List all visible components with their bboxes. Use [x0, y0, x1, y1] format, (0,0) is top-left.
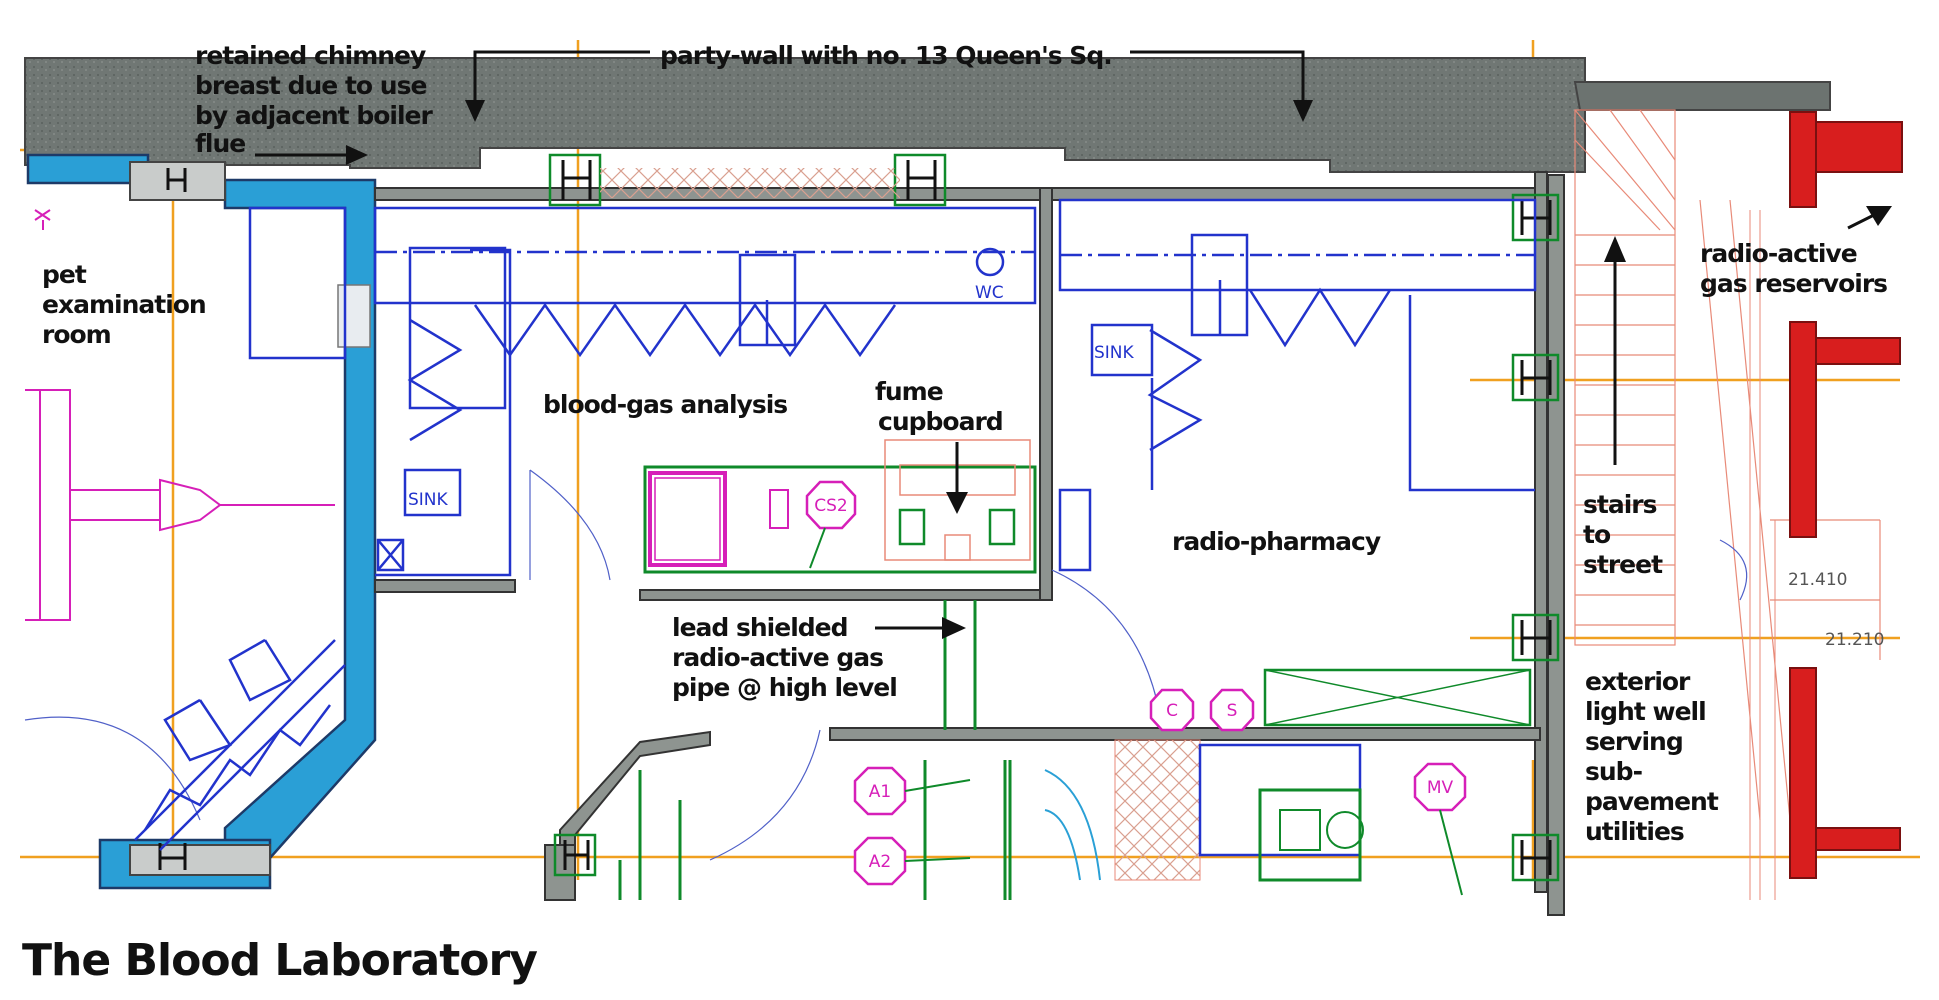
- light-well-line-3: serving: [1585, 727, 1683, 756]
- wc-label: WC: [975, 283, 1004, 303]
- party-wall: [24, 57, 1586, 173]
- gas-reservoirs-line-1: radio-active: [1700, 239, 1857, 268]
- chimney-hatching: [600, 168, 900, 198]
- fume-label-line-2: cupboard: [878, 407, 1003, 436]
- stairs-label-line-1: stairs: [1583, 490, 1657, 519]
- stairs-label-line-3: street: [1583, 550, 1663, 579]
- wall-posts: [548, 153, 1560, 882]
- party-wall-label: party-wall with no. 13 Queen's Sq.: [660, 41, 1112, 70]
- pet-room-wall: [26, 153, 377, 890]
- light-well-line-6: utilities: [1585, 817, 1684, 846]
- pet-room-label-line-3: room: [42, 320, 111, 349]
- window-frames-east: [1749, 210, 1776, 900]
- party-wall-arrowheads: [465, 100, 1313, 122]
- stairs-label: stairs to street: [1583, 490, 1664, 579]
- gas-pipe: [618, 600, 1012, 900]
- door-swings: [24, 469, 1748, 861]
- radio-pharmacy-fixtures: [1058, 198, 1537, 572]
- tag-a2-text: A2: [869, 852, 891, 872]
- tag-c: C: [1149, 688, 1195, 732]
- lead-pipe-line-1: lead shielded: [672, 613, 848, 642]
- sink-left-label: SINK: [408, 490, 449, 510]
- pet-room-label-line-2: examination: [42, 290, 206, 319]
- chimney-label: retained chimney breast due to use by ad…: [195, 41, 434, 158]
- drawing-title: The Blood Laboratory: [22, 935, 537, 986]
- level-mark-1: 21.410: [1788, 570, 1847, 590]
- tag-a1-text: A1: [869, 782, 891, 802]
- chimney-label-line-4: flue: [195, 129, 245, 158]
- light-well-label: exterior light well serving sub- pavemen…: [1585, 667, 1720, 846]
- chimney-label-line-2: breast due to use: [195, 71, 426, 100]
- staircase: [1574, 109, 1881, 821]
- light-well-line-4: sub-: [1585, 757, 1643, 786]
- lead-pipe-line-3: pipe @ high level: [672, 673, 897, 702]
- tag-s: S: [1209, 688, 1255, 732]
- level-mark-2: 21.210: [1825, 630, 1884, 650]
- light-well-line-5: pavement: [1585, 787, 1719, 816]
- lead-pipe-label: lead shielded radio-active gas pipe @ hi…: [672, 613, 898, 702]
- light-well-line-1: exterior: [1585, 667, 1691, 696]
- pet-gas-equipment: [25, 209, 335, 621]
- party-wall-east: [1573, 81, 1831, 111]
- lead-pipe-arrow: [875, 617, 966, 639]
- tag-cs2: CS2: [805, 480, 857, 569]
- chimney-label-line-3: by adjacent boiler: [195, 101, 433, 130]
- lead-pipe-line-2: radio-active gas: [672, 643, 883, 672]
- sink-right-label: SINK: [1094, 343, 1135, 363]
- internal-walls: [374, 171, 1565, 916]
- fume-arrow: [946, 442, 968, 514]
- tag-cs2-text: CS2: [814, 496, 847, 516]
- pet-room-label: pet examination room: [42, 260, 207, 349]
- party-wall-arrows: [473, 50, 1305, 110]
- pet-room-label-line-1: pet: [42, 260, 87, 289]
- tag-a1: A1: [853, 766, 971, 816]
- column-marks: [158, 168, 187, 870]
- tag-c-text: C: [1166, 701, 1178, 721]
- tag-mv: MV: [1413, 762, 1467, 896]
- wall-post-marks: [561, 160, 1552, 875]
- blood-gas-label: blood-gas analysis: [543, 390, 787, 419]
- bench-equipment: [643, 439, 1037, 574]
- fume-label: fume cupboard: [875, 377, 1004, 436]
- light-well-line-2: light well: [1585, 697, 1706, 726]
- fume-label-line-1: fume: [875, 377, 943, 406]
- chimney-arrow: [255, 145, 368, 165]
- chimney-label-line-1: retained chimney: [195, 41, 426, 70]
- stairs-arrow: [1604, 236, 1626, 465]
- pet-room-couch: [134, 638, 346, 851]
- stairs-label-line-2: to: [1583, 520, 1611, 549]
- blood-gas-fixtures: [248, 206, 1037, 577]
- gas-reservoirs-label: radio-active gas reservoirs: [1700, 239, 1888, 298]
- brick-piers: [1789, 111, 1903, 879]
- corridor-equipment: [1044, 668, 1532, 882]
- radio-pharmacy-label: radio-pharmacy: [1172, 527, 1381, 556]
- tag-s-text: S: [1227, 701, 1238, 721]
- tag-a2: A2: [853, 836, 971, 886]
- gas-reservoirs-line-2: gas reservoirs: [1700, 269, 1887, 298]
- tag-mv-text: MV: [1427, 778, 1454, 798]
- gas-reservoir-arrow: [1847, 206, 1892, 230]
